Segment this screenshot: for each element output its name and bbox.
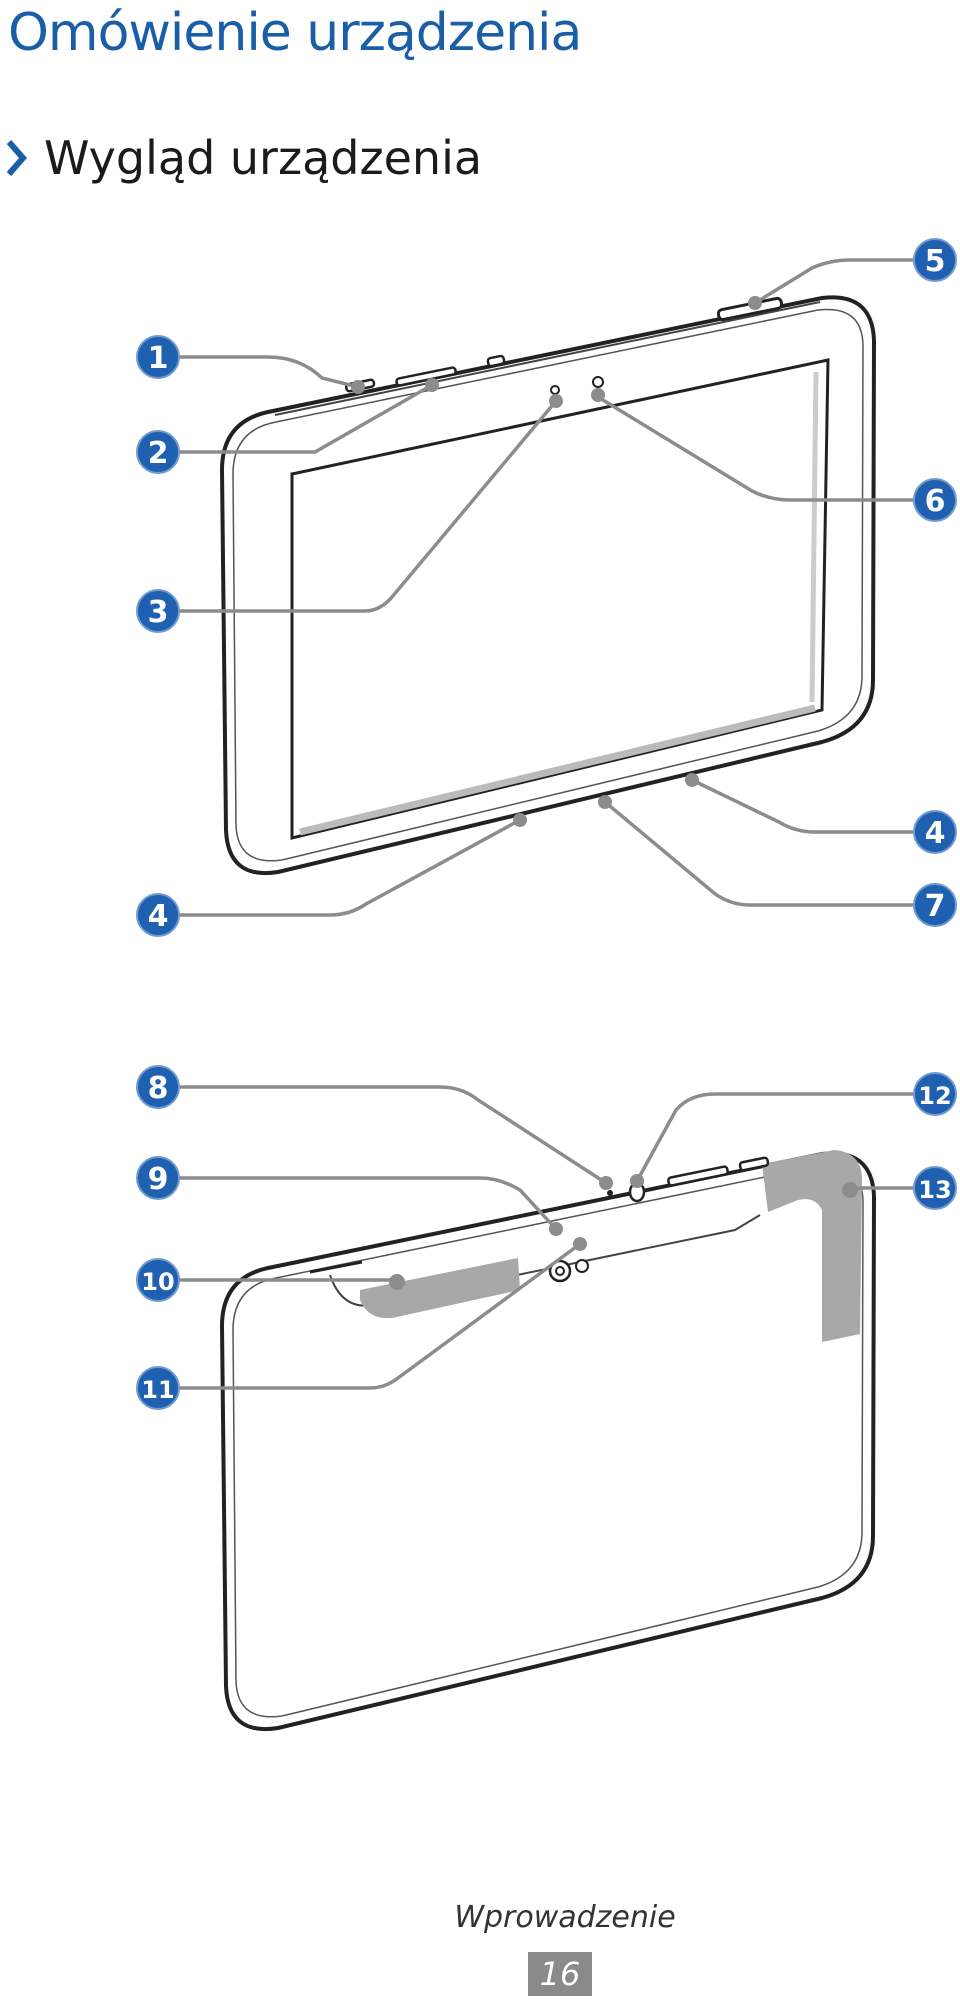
callout-9: 9 [136,1156,180,1200]
svg-text:4: 4 [925,816,946,851]
callout-8: 8 [136,1065,180,1109]
chevron-right-icon [6,140,27,176]
footer-chapter-label: Wprowadzenie [454,1900,676,1935]
front-leader-lines [178,258,915,917]
page-number: 16 [528,1952,592,1996]
svg-text:13: 13 [918,1176,951,1204]
back-leader-dots [389,1174,858,1290]
tablet-back-view [219,1150,877,1732]
front-camera-lens [592,376,604,388]
svg-text:5: 5 [925,244,946,279]
section-heading: Wygląd urządzenia [6,128,482,188]
callout-4-left: 4 [136,893,180,937]
rear-camera-lens [555,1266,565,1276]
back-power-button [738,1156,770,1172]
top-edge-line [274,301,821,416]
screen-lower-shade [299,704,816,836]
callout-3: 3 [136,589,180,633]
speaker-gray-area [360,1258,520,1319]
callout-10: 10 [136,1258,180,1302]
tablet-back-body [219,1151,877,1732]
left-speaker-slot [309,1260,363,1274]
antenna-gray-area [762,1150,862,1342]
svg-text:2: 2 [148,436,169,471]
svg-text:4: 4 [148,899,169,934]
callout-4-right: 4 [913,810,957,854]
svg-text:3: 3 [148,595,169,630]
screen-right-shade [809,371,819,703]
page-title: Omówienie urządzenia [8,3,582,63]
headset-jack [486,354,506,368]
callout-13: 13 [913,1166,957,1210]
front-leader-dots [351,296,762,827]
tablet-front-view [219,295,877,876]
volume-button [395,366,457,387]
callout-2: 2 [136,430,180,474]
tablet-front-bezel-inner [232,308,864,862]
callout-6: 6 [913,478,957,522]
rear-flash [575,1259,589,1273]
callout-12: 12 [913,1072,957,1116]
svg-text:7: 7 [925,889,946,924]
svg-text:11: 11 [141,1376,174,1404]
svg-text:8: 8 [148,1071,169,1106]
back-volume-button [667,1165,729,1187]
svg-text:6: 6 [925,484,946,519]
svg-text:9: 9 [148,1162,169,1197]
microphone-hole [607,1190,613,1196]
callout-7: 7 [913,883,957,927]
svg-text:12: 12 [918,1082,951,1110]
tablet-front-screen [290,358,830,840]
light-sensor [550,385,560,395]
callout-badges: 1 2 3 4 5 6 4 7 [136,238,957,1410]
svg-text:1: 1 [148,341,169,376]
section-title: Wygląd urządzenia [44,131,483,185]
callout-11: 11 [136,1366,180,1410]
callout-1: 1 [136,335,180,379]
svg-text:10: 10 [141,1268,174,1296]
callout-5: 5 [913,238,957,282]
